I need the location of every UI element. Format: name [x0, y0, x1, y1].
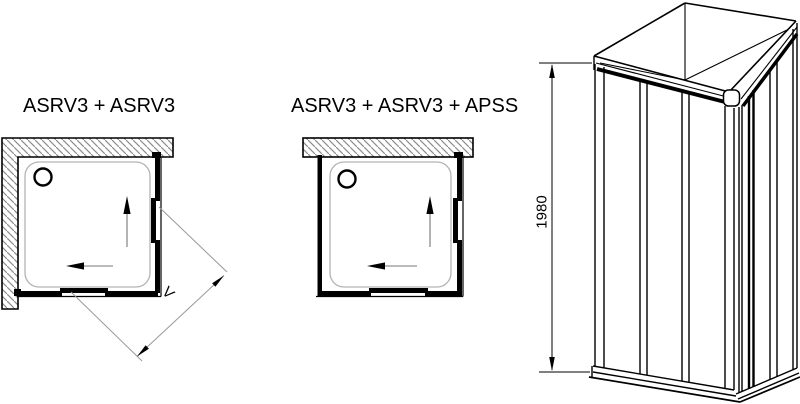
drain-circle	[33, 167, 53, 187]
figure-perspective-view: 1980	[534, 2, 800, 403]
slide-arrow-up-icon	[426, 196, 434, 247]
height-dimension-label: 1980	[534, 195, 551, 228]
drain-circle	[337, 169, 357, 189]
enclosure-outline	[17, 157, 162, 298]
sliding-door-right	[151, 152, 161, 293]
slide-arrow-left-icon	[66, 262, 113, 270]
left-top-rail	[593, 56, 732, 105]
wall-hatched-top	[302, 137, 474, 158]
enclosure-outline	[316, 157, 464, 298]
left-face-profiles	[594, 64, 735, 390]
height-dimension: 1980	[534, 62, 592, 373]
sliding-door-bottom	[321, 288, 462, 296]
sliding-door-bottom	[14, 288, 158, 296]
top-opening	[593, 2, 797, 93]
bottom-rails	[588, 365, 800, 403]
entry-width-dimension: V	[70, 206, 228, 362]
figure-asrv3-asrv3-apss: ASRV3 + ASRV3 + APSS	[291, 95, 518, 298]
figure-title: ASRV3 + ASRV3	[23, 95, 175, 117]
fixed-wall-apss	[317, 155, 322, 296]
back-corner-edges	[599, 3, 788, 81]
figure-asrv3-asrv3: ASRV3 + ASRV3	[1, 95, 228, 362]
figure-title: ASRV3 + ASRV3 + APSS	[291, 95, 518, 117]
sliding-door-right	[453, 152, 463, 293]
slide-arrow-up-icon	[123, 196, 131, 247]
shower-tray	[24, 161, 151, 288]
slide-arrow-left-icon	[367, 262, 417, 270]
shower-tray	[329, 161, 452, 288]
right-face-profiles	[738, 23, 798, 393]
corner-post-cap	[722, 89, 741, 107]
